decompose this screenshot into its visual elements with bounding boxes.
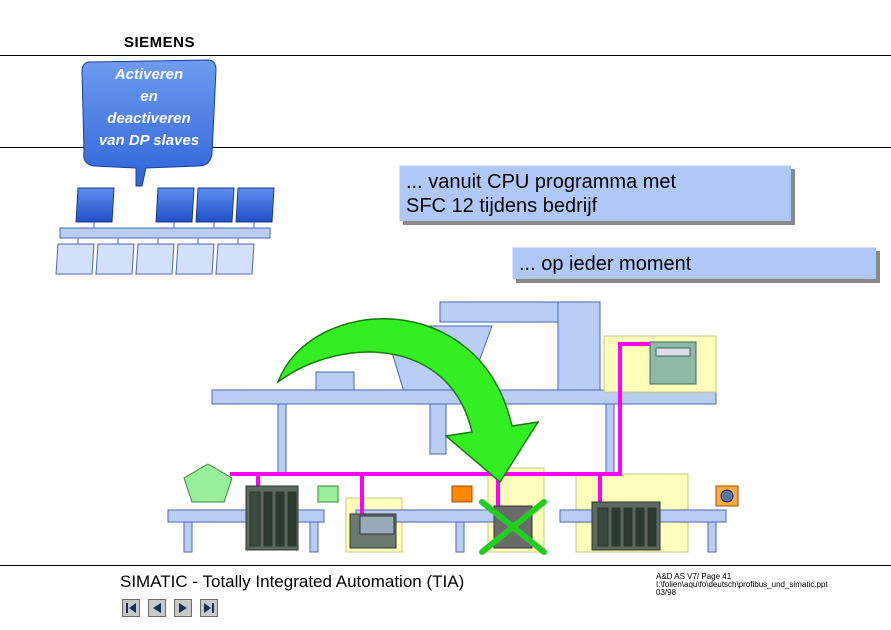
footer-rule: [0, 565, 891, 566]
bubble-line-1: Activeren: [114, 66, 184, 83]
topic-bubble: [81, 59, 217, 187]
last-slide-button[interactable]: [200, 599, 218, 617]
callout-line-1: ... vanuit CPU programma met: [406, 171, 677, 193]
footer-title: SIMATIC - Totally Integrated Automation …: [120, 572, 465, 591]
bubble-line-2: en: [140, 88, 158, 105]
callout-any-moment: ... op ieder moment: [512, 247, 876, 279]
bubble-line-4: van DP slaves: [98, 132, 200, 149]
dp-network-icon: [55, 187, 275, 275]
footer-meta: A&D AS V7/ Page 41 I:\folien\aqu\fo\deut…: [656, 573, 828, 597]
header-rule-lower: [0, 147, 891, 148]
footer-meta-path: I:\folien\aqu\fo\deutsch\profibus_und_si…: [656, 580, 828, 589]
footer-meta-page: A&D AS V7/ Page 41: [656, 572, 732, 581]
first-slide-button[interactable]: [122, 599, 140, 617]
next-slide-button[interactable]: [174, 599, 192, 617]
bubble-text: Activeren en deactiveren van DP slaves: [84, 64, 214, 152]
header-rule: [0, 55, 891, 56]
plant-illustration: [167, 301, 739, 555]
bubble-line-3: deactiveren: [107, 110, 191, 127]
callout-cpu-program: ... vanuit CPU programma met SFC 12 tijd…: [399, 165, 791, 221]
footer-meta-date: 03/98: [656, 588, 677, 597]
siemens-logo: SIEMENS: [124, 34, 196, 51]
callout-line-2: SFC 12 tijdens bedrijf: [406, 195, 598, 217]
skip-back-icon: [126, 603, 136, 613]
arrow-right-icon: [179, 603, 187, 613]
previous-slide-button[interactable]: [148, 599, 166, 617]
arrow-left-icon: [153, 603, 161, 613]
skip-forward-icon: [204, 603, 214, 613]
